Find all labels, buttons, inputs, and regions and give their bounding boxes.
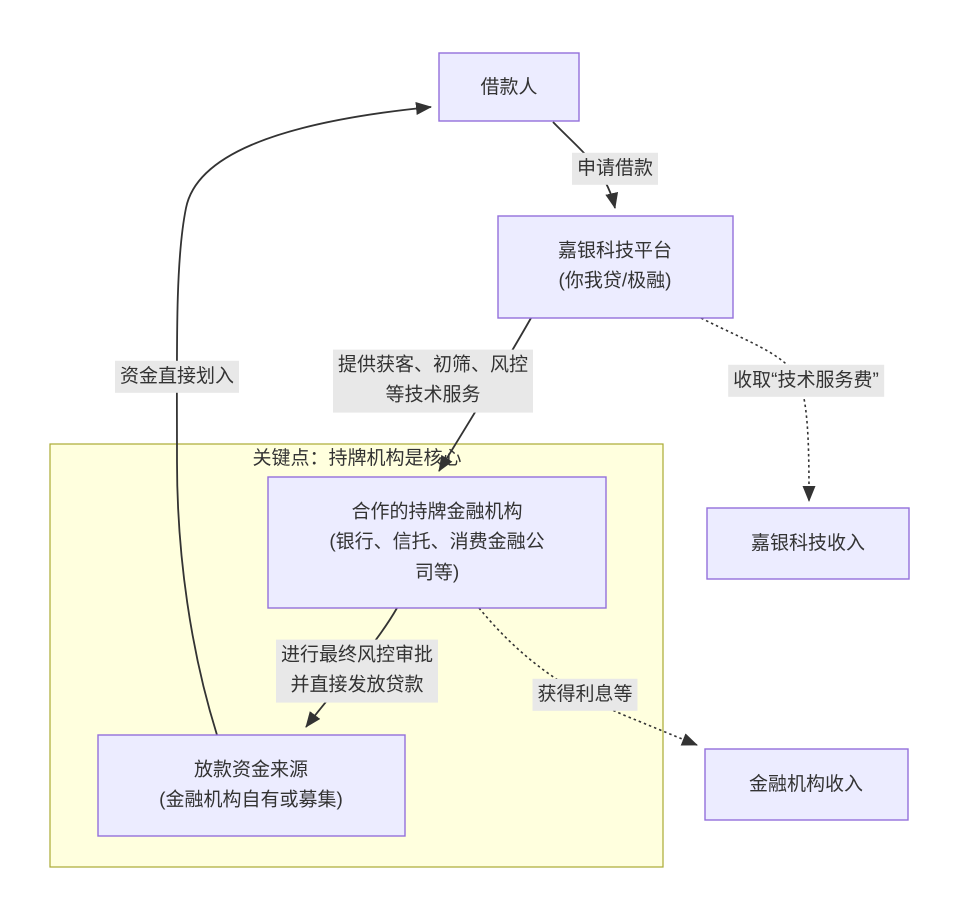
edge-label-tech-service: 提供获客、初筛、风控 等技术服务 — [332, 349, 534, 413]
edge-label-funds-in: 资金直接划入 — [114, 360, 240, 394]
node-jiayin-income-box — [706, 507, 910, 580]
edge-service-fee — [700, 317, 816, 502]
node-platform-box — [497, 215, 734, 319]
edge-funds-in — [175, 102, 432, 736]
node-fin-income-box — [704, 748, 909, 821]
node-borrower-box — [438, 52, 580, 122]
edge-label-apply: 申请借款 — [571, 152, 659, 186]
node-funding-box — [97, 734, 406, 837]
edge-label-risk-approval: 进行最终风控审批 并直接发放贷款 — [275, 639, 439, 703]
edge-label-interest: 获得利息等 — [532, 678, 638, 712]
edge-label-service-fee: 收取“技术服务费” — [728, 364, 884, 398]
cluster-keypoint-title: 关键点：持牌机构是核心 — [252, 447, 462, 469]
node-licensed-box — [267, 476, 607, 609]
